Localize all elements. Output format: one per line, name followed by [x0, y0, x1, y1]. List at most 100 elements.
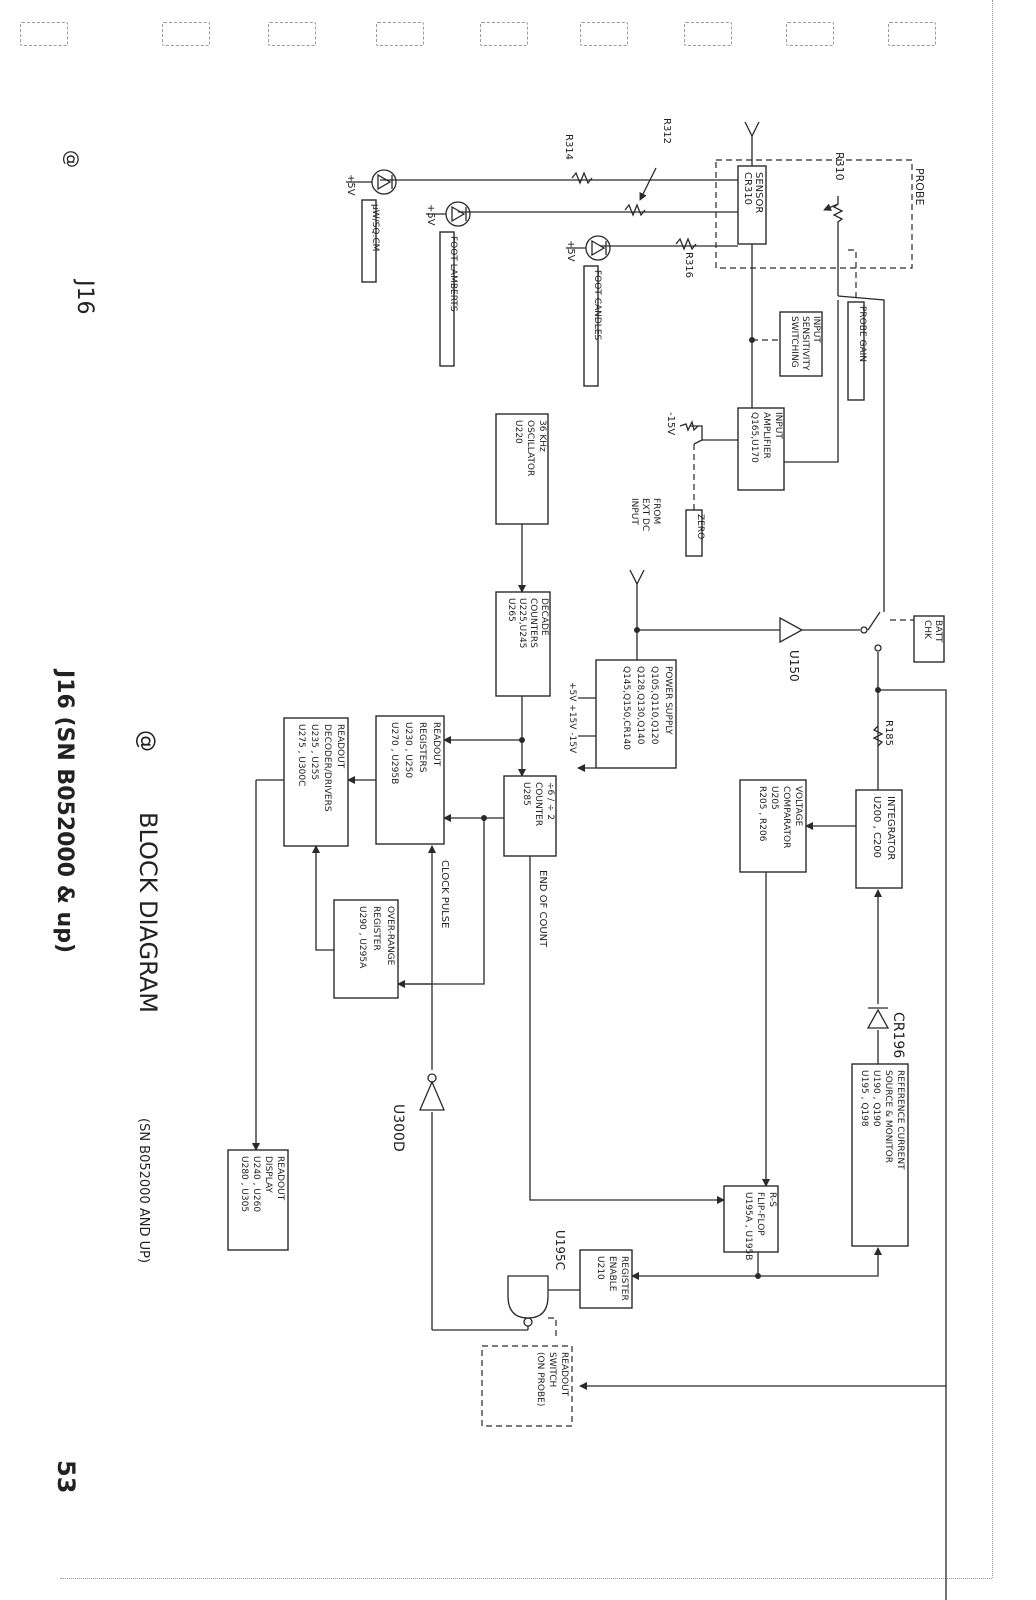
readout-registers-line1: READOUT	[431, 722, 441, 767]
integrator-block: INTEGRATOR U200 , C200	[855, 789, 903, 889]
readout-switch-line3: (ON PROBE)	[535, 1352, 545, 1406]
supply-outputs-label: +5V +15V -15V	[567, 682, 577, 754]
foot-candles-lamp-icon	[585, 235, 611, 261]
zero-label: ZERO	[695, 514, 705, 539]
input-sensitivity-block: INPUT SENSITIVITY SWITCHING	[779, 311, 823, 377]
u195c-nand-gate-icon	[507, 1275, 549, 1327]
input-sensitivity-line1: INPUT	[811, 316, 821, 343]
readout-decoder-line3: U235 , U255	[309, 724, 319, 780]
counter-div-block: ÷6 / ÷ 2 COUNTER U285	[503, 775, 557, 857]
ext-dc-line1: FROM	[651, 498, 661, 524]
readout-registers-line2: REGISTERS	[417, 722, 427, 773]
power-supply-line1: POWER SUPPLY	[663, 666, 673, 735]
punch-hole-mark	[268, 22, 316, 46]
punch-hole-mark	[580, 22, 628, 46]
u150-label: U150	[787, 650, 801, 682]
readout-decoder-line4: U275 , U300C	[296, 724, 306, 786]
page-edge-right	[992, 0, 993, 1578]
page-number: 53	[52, 1460, 80, 1493]
punch-hole-mark	[480, 22, 528, 46]
u195c-label: U195C	[553, 1230, 567, 1270]
ext-dc-line2: EXT DC	[640, 498, 650, 531]
power-supply-line3: Q128,Q130,Q140	[635, 666, 645, 745]
readout-decoder-line2: DECODER/DRIVERS	[322, 724, 332, 812]
over-range-block: OVER-RANGE REGISTER U290 , U295A	[333, 899, 399, 999]
end-of-count-label: END OF COUNT	[537, 870, 548, 948]
oscillator-line2: OSCILLATOR	[525, 420, 535, 476]
clock-pulse-label: CLOCK PULSE	[439, 860, 450, 928]
punch-hole-mark	[786, 22, 834, 46]
sensor-label: SENSOR	[753, 172, 764, 213]
probe-gain-label: PROBE GAIN	[857, 306, 867, 362]
register-enable-line1: REGISTER	[619, 1256, 629, 1301]
over-range-line2: REGISTER	[371, 906, 381, 951]
punch-hole-mark	[376, 22, 424, 46]
readout-switch-line1: READOUT	[559, 1352, 569, 1397]
power-supply-line2: Q105,Q110,Q120	[649, 666, 659, 745]
probe-dashed-outline	[715, 159, 913, 269]
readout-display-line2: DISPLAY	[263, 1156, 273, 1193]
r316-label: R316	[683, 252, 694, 278]
diagram-subtitle: (SN B052000 AND UP)	[136, 1118, 151, 1263]
cr196-label: CR196	[890, 1012, 906, 1058]
punch-hole-mark	[162, 22, 210, 46]
readout-registers-line3: U230 , U250	[403, 722, 413, 778]
input-amplifier-line3: Q165,U170	[749, 412, 759, 463]
reference-current-line1: REFERENCE CURRENT	[895, 1070, 905, 1170]
uw-sqcm-lamp-icon	[371, 169, 397, 195]
u300d-label: U300D	[390, 1104, 406, 1152]
register-enable-line2: ENABLE	[607, 1256, 617, 1292]
sensor-block: SENSOR CR310	[737, 165, 767, 245]
oscillator-line1: 36 KHz	[537, 420, 547, 452]
foot-lamberts-label: FOOT LAMBERTS	[448, 236, 458, 312]
voltage-comparator-line2: COMPARATOR	[781, 786, 791, 848]
integrator-line1: INTEGRATOR	[885, 796, 896, 860]
decade-counters-line3: U225,U245	[517, 598, 527, 648]
readout-display-line3: U240 , U260	[251, 1156, 261, 1212]
r310-label: R310	[833, 152, 846, 181]
oscillator-line3: U220	[513, 420, 523, 444]
rs-flipflop-line3: U195A , U195B	[743, 1192, 753, 1260]
input-sensitivity-line2: SENSITIVITY	[800, 316, 810, 371]
readout-registers-block: READOUT REGISTERS U230 , U250 U270 , U29…	[375, 715, 445, 845]
minus15v-label: -15V	[665, 412, 676, 435]
readout-display-line4: U280 , U305	[239, 1156, 249, 1212]
punch-hole-mark	[684, 22, 732, 46]
over-range-line1: OVER-RANGE	[385, 906, 395, 966]
at-mark: @	[61, 150, 82, 168]
decade-counters-line4: U265	[506, 598, 516, 622]
decade-counters-block: DECADE COUNTERS U225,U245 U265	[495, 591, 551, 697]
page-edge-bottom	[60, 1578, 992, 1579]
input-amplifier-line1: INPUT	[773, 412, 783, 439]
rs-flipflop-block: R-S FLIP-FLOP U195A , U195B	[723, 1185, 779, 1260]
readout-decoder-line1: READOUT	[335, 724, 345, 769]
title-at-mark: @	[134, 730, 159, 752]
oscillator-block: 36 KHz OSCILLATOR U220	[495, 413, 549, 525]
counter-div-line3: U285	[521, 782, 531, 806]
foot-lamberts-lamp-icon	[445, 201, 471, 227]
reference-current-line4: U195 , Q198	[859, 1070, 869, 1127]
footer-title: J16 (SN B052000 & up)	[52, 668, 77, 953]
reference-current-block: REFERENCE CURRENT SOURCE & MONITOR U190 …	[851, 1063, 909, 1247]
readout-registers-line4: U270 , U295B	[389, 722, 399, 784]
integrator-line2: U200 , C200	[871, 796, 882, 858]
r185-label: R185	[883, 720, 894, 746]
probe-label: PROBE	[913, 168, 926, 205]
readout-decoder-block: READOUT DECODER/DRIVERS U235 , U255 U275…	[283, 717, 349, 847]
side-label: J16	[72, 278, 97, 314]
punch-hole-mark	[888, 22, 936, 46]
reference-current-line3: U190 , Q190	[871, 1070, 881, 1127]
batt-chk-line2: CHK	[922, 620, 932, 640]
decade-counters-line1: DECADE	[539, 598, 549, 636]
rs-flipflop-line1: R-S	[767, 1192, 777, 1207]
r314-label: R314	[563, 134, 574, 160]
voltage-comparator-line4: R205 , R206	[757, 786, 767, 842]
power-supply-block: POWER SUPPLY Q105,Q110,Q120 Q128,Q130,Q1…	[595, 659, 677, 769]
foot-candles-label: FOOT CANDLES	[592, 270, 602, 341]
voltage-comparator-line3: U205	[769, 786, 779, 810]
punch-hole-mark	[20, 22, 68, 46]
register-enable-block: REGISTER ENABLE U210	[579, 1249, 633, 1309]
reference-current-line2: SOURCE & MONITOR	[883, 1070, 893, 1163]
readout-switch-line2: SWITCH	[547, 1352, 557, 1387]
